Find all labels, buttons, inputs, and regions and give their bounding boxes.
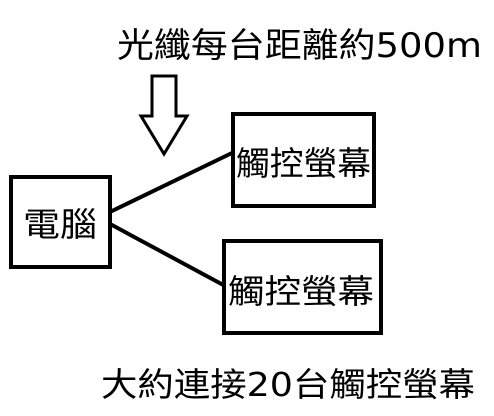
down-arrow-icon	[138, 74, 190, 157]
touch-screen-label-1: 觸控螢幕	[236, 144, 371, 183]
touch-screen-node-2: 觸控螢幕	[222, 239, 383, 335]
connector-line-top	[110, 150, 236, 213]
computer-label: 電腦	[23, 205, 97, 244]
touch-screen-box-2	[222, 239, 383, 335]
computer-node: 電腦	[9, 175, 112, 269]
top-note: 光纖每台距離約500m	[117, 26, 482, 66]
connector-line-bottom	[110, 223, 229, 289]
bottom-note: 大約連接20台觸控螢幕	[101, 365, 475, 404]
touch-screen-node-1: 觸控螢幕	[231, 112, 376, 208]
touch-screen-box-1	[231, 112, 376, 208]
computer-box	[9, 175, 112, 269]
touch-screen-label-2: 觸控螢幕	[228, 272, 374, 311]
